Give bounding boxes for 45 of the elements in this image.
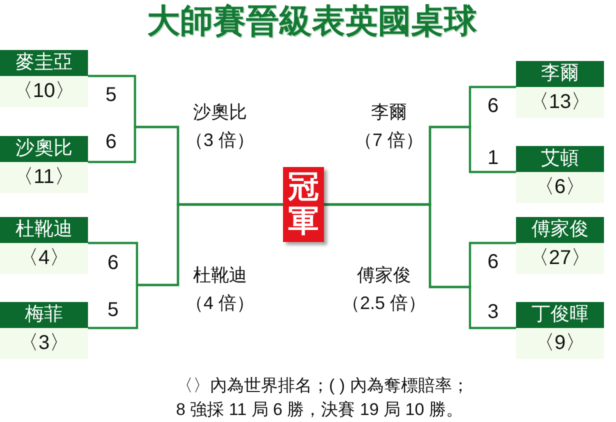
player-card — [516, 217, 604, 274]
player-name: 艾頓 — [516, 146, 604, 172]
bracket-line — [324, 203, 516, 330]
world-rank: 〈6〉 — [534, 176, 586, 198]
world-rank: 〈10〉 — [12, 80, 76, 102]
player-name: 杜靴迪 — [0, 217, 88, 243]
player-name: 傅家俊 — [516, 217, 604, 243]
world-rank: 〈9〉 — [534, 332, 586, 354]
player-name: 梅菲 — [0, 302, 88, 328]
player-card — [516, 302, 604, 359]
score: 5 — [105, 84, 117, 106]
odds-text: （7 倍） — [354, 129, 424, 151]
player-name: 李爾 — [516, 61, 604, 87]
score: 6 — [105, 131, 117, 153]
score: 6 — [107, 252, 119, 274]
score: 1 — [487, 147, 499, 169]
odds-text: （2.5 倍） — [342, 292, 426, 314]
world-rank: 〈4〉 — [18, 247, 70, 269]
winner-name: 李爾 — [371, 101, 407, 123]
score: 6 — [487, 95, 499, 117]
odds-text: （3 倍） — [186, 129, 254, 151]
player-card — [516, 61, 604, 118]
player-card — [0, 302, 88, 359]
world-rank: 〈27〉 — [528, 247, 592, 269]
score: 6 — [487, 251, 499, 273]
odds-text: （4 倍） — [186, 292, 254, 314]
score: 5 — [107, 299, 119, 321]
winner-name: 杜靴迪 — [193, 264, 247, 286]
score: 3 — [487, 301, 499, 323]
winner-name: 傅家俊 — [357, 264, 411, 286]
champion-badge: 冠軍 — [283, 167, 324, 242]
bracket-line — [88, 203, 283, 330]
player-card — [516, 146, 604, 203]
world-rank: 〈11〉 — [14, 166, 74, 188]
winner-name: 沙奧比 — [193, 101, 247, 123]
player-name: 麥圭亞 — [0, 50, 88, 76]
player-card — [0, 50, 88, 107]
player-name: 丁俊暉 — [516, 302, 604, 328]
world-rank: 〈3〉 — [18, 332, 70, 354]
caption: 〈〉內為世界排名；( ) 內為奪標賠率；8 強採 11 局 6 勝，決賽 19 局 10 勝。 — [176, 375, 469, 421]
title: 大師賽晉級表英國桌球 — [147, 3, 477, 39]
player-card — [0, 217, 88, 274]
player-name: 沙奧比 — [0, 136, 88, 162]
player-card — [0, 136, 88, 193]
world-rank: 〈13〉 — [528, 91, 592, 113]
